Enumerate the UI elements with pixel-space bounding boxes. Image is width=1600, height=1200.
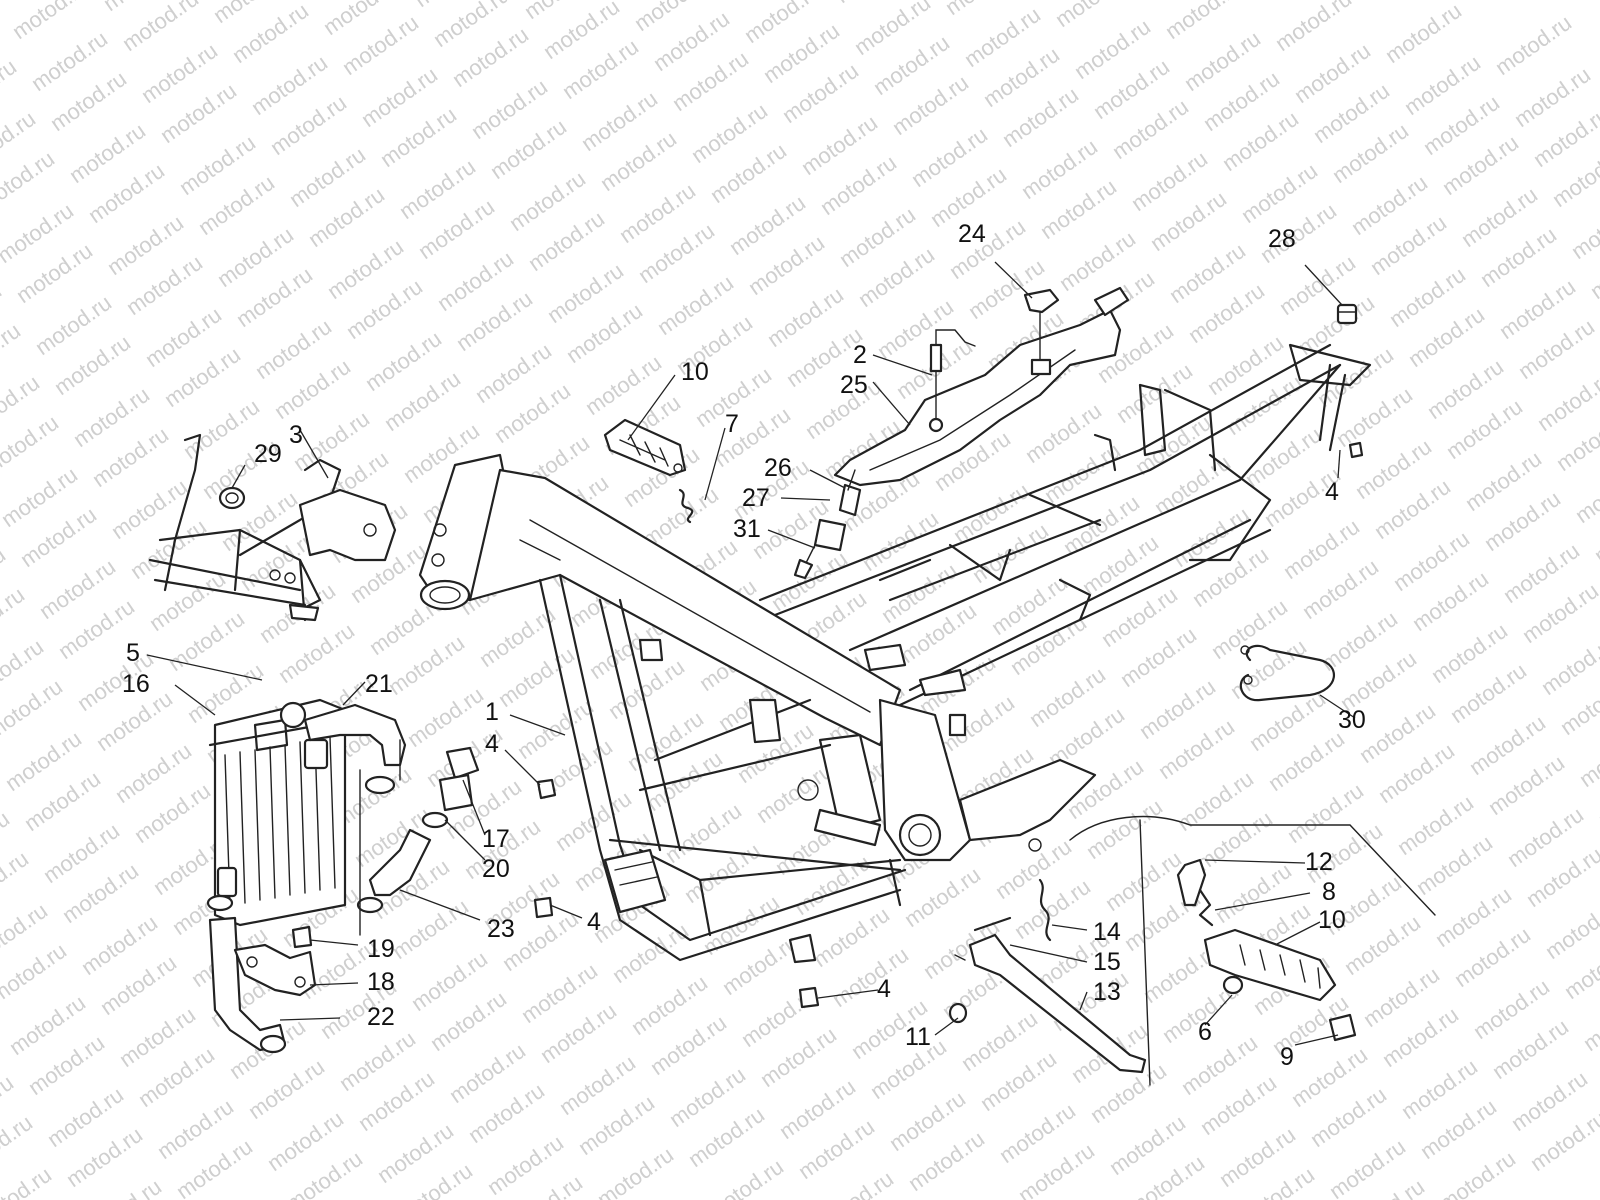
callout-27: 27 [742, 484, 770, 512]
callout-8: 8 [1322, 878, 1336, 906]
callout-5: 5 [126, 639, 140, 667]
tap-hose-parts [793, 469, 862, 580]
side-stand-part-13 [948, 878, 1147, 1074]
thermostat-part-17 [421, 746, 480, 829]
watermark-text: motod.ru [1537, 630, 1600, 700]
callout-1: 1 [485, 698, 499, 726]
callout-17: 17 [482, 825, 510, 853]
watermark-text: motod.ru [1541, 894, 1600, 964]
grommet-part-28 [1336, 303, 1358, 325]
rear-footrest-assembly [1176, 858, 1357, 1042]
watermark-text: motod.ru [0, 674, 67, 744]
watermark-text: motod.ru [0, 146, 59, 216]
callout-14: 14 [1093, 918, 1121, 946]
callout-30: 30 [1338, 706, 1366, 734]
callout-7: 7 [725, 410, 739, 438]
watermark-text: motod.ru [703, 1154, 788, 1200]
callout-20: 20 [482, 855, 510, 883]
callout-4-right: 4 [1325, 478, 1339, 506]
callout-24: 24 [958, 220, 986, 248]
cap-part-24 [1023, 288, 1060, 376]
callout-28: 28 [1268, 225, 1296, 253]
callout-3: 3 [289, 421, 303, 449]
watermark-text: motod.ru [1533, 366, 1600, 436]
body-outline-lines [359, 739, 1436, 1086]
cable-part-30 [1239, 644, 1336, 702]
callout-4-bottom: 4 [877, 975, 891, 1003]
watermark-text: motod.ru [1491, 10, 1576, 80]
sensor-part-2 [928, 329, 976, 433]
callout-25: 25 [840, 371, 868, 399]
radiator-hoses [206, 701, 432, 1054]
watermark-text: motod.ru [1271, 0, 1356, 56]
mount-plate-part-18 [233, 925, 317, 997]
callout-22: 22 [367, 1003, 395, 1031]
leader-lines [146, 261, 1356, 1046]
watermark-text: motod.ru [0, 938, 71, 1008]
footrest-part-10-top [603, 418, 687, 477]
callout-29: 29 [254, 440, 282, 468]
watermark-text: motod.ru [0, 1162, 56, 1200]
radiator-part-16 [208, 698, 347, 927]
callout-18: 18 [367, 968, 395, 996]
watermark-text: motod.ru [118, 0, 203, 56]
watermark-text: motod.ru [593, 1142, 678, 1200]
watermark-text: motod.ru [0, 410, 63, 480]
spring-part-7 [678, 488, 694, 524]
callout-21: 21 [365, 670, 393, 698]
watermark-text: motod.ru [1381, 0, 1466, 68]
callout-11: 11 [905, 1023, 931, 1051]
callout-13: 13 [1093, 978, 1121, 1006]
clip-parts-4 [533, 441, 1364, 1009]
watermark-text: motod.ru [1435, 1146, 1520, 1200]
callout-16: 16 [122, 670, 150, 698]
callout-6: 6 [1198, 1018, 1212, 1046]
callout-labels: 24 28 2 25 10 7 29 3 26 27 31 4 5 16 21 … [122, 220, 1366, 1071]
callout-2: 2 [853, 341, 867, 369]
main-frame [418, 343, 1372, 964]
callout-12: 12 [1305, 848, 1333, 876]
callout-15: 15 [1093, 948, 1121, 976]
callout-10-top: 10 [681, 358, 709, 386]
callout-23: 23 [487, 915, 515, 943]
callout-19: 19 [367, 935, 395, 963]
callout-9: 9 [1280, 1043, 1294, 1071]
callout-4-lower: 4 [587, 908, 601, 936]
callout-4-center: 4 [485, 730, 499, 758]
callout-10-right: 10 [1318, 906, 1346, 934]
callout-26: 26 [764, 454, 792, 482]
callout-31: 31 [733, 515, 761, 543]
front-bracket-part-3 [148, 433, 397, 622]
